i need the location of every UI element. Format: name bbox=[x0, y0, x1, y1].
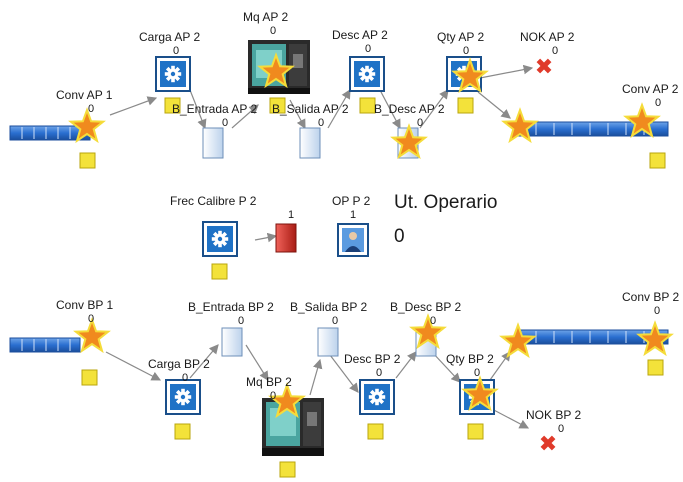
event-star-icon bbox=[73, 317, 111, 354]
caliber-indicator-icon[interactable] bbox=[275, 223, 297, 253]
marker-machine-a-icon bbox=[269, 97, 286, 114]
nok-b-count: 0 bbox=[558, 423, 565, 435]
buffer-out-a-icon[interactable] bbox=[299, 127, 321, 159]
machine-a-count: 0 bbox=[270, 25, 277, 37]
operator-icon[interactable] bbox=[337, 223, 369, 257]
load-b-count: 0 bbox=[182, 372, 189, 384]
marker-qty-a-icon bbox=[457, 97, 474, 114]
qty-b-count: 0 bbox=[474, 367, 481, 379]
conv-b1-count: 0 bbox=[88, 313, 95, 325]
marker-caliber-icon bbox=[211, 263, 228, 280]
event-star-icon bbox=[461, 375, 499, 412]
buffer-out-b-icon[interactable] bbox=[317, 327, 339, 357]
marker-conv-a2-icon bbox=[649, 152, 666, 169]
qty-b-label: Qty BP 2 bbox=[446, 352, 494, 366]
unload-b-count: 0 bbox=[376, 367, 383, 379]
buffer-in-a-icon[interactable] bbox=[202, 127, 224, 159]
conv-a2-count: 0 bbox=[655, 97, 662, 109]
load-station-b-icon[interactable] bbox=[165, 379, 201, 415]
line-a-connections bbox=[109, 64, 534, 130]
nok-b-label: NOK BP 2 bbox=[526, 408, 582, 422]
buffer-out-a-label: B_Salida AP 2 bbox=[272, 102, 349, 116]
conv-a2-label: Conv AP 2 bbox=[622, 82, 679, 96]
freq-caliber-value: 1 bbox=[288, 209, 295, 221]
nok-b-icon[interactable] bbox=[537, 432, 560, 455]
machine-a-label: Mq AP 2 bbox=[243, 10, 289, 24]
buffer-out-b-label: B_Salida BP 2 bbox=[290, 300, 368, 314]
marker-load-b-icon bbox=[174, 423, 191, 440]
event-star-icon bbox=[501, 107, 539, 144]
marker-qty-b-icon bbox=[467, 423, 484, 440]
operator-count: 1 bbox=[350, 209, 357, 221]
buffer-in-b-label: B_Entrada BP 2 bbox=[188, 300, 274, 314]
marker-conv-a1-icon bbox=[79, 152, 96, 169]
qty-a-count: 0 bbox=[463, 45, 470, 57]
event-star-icon bbox=[68, 107, 106, 144]
freq-caliber-station-icon[interactable] bbox=[202, 221, 238, 257]
event-star-icon bbox=[636, 320, 674, 357]
marker-machine-b-icon bbox=[279, 461, 296, 478]
marker-unload-a-icon bbox=[359, 97, 376, 114]
nok-a-count: 0 bbox=[552, 45, 559, 57]
event-stars bbox=[68, 52, 674, 419]
line-b-connections bbox=[105, 232, 530, 429]
event-star-icon bbox=[499, 322, 537, 359]
load-a-label: Carga AP 2 bbox=[139, 30, 201, 44]
unload-a-count: 0 bbox=[365, 43, 372, 55]
unload-station-a-icon[interactable] bbox=[349, 56, 385, 92]
status-markers bbox=[79, 97, 666, 478]
event-star-icon bbox=[257, 52, 295, 89]
load-station-a-icon[interactable] bbox=[155, 56, 191, 92]
conv-b2-count: 0 bbox=[654, 305, 661, 317]
buffer-out-b-count: 0 bbox=[332, 315, 339, 327]
buffer-in-b-icon[interactable] bbox=[221, 327, 243, 357]
marker-load-a-icon bbox=[164, 97, 181, 114]
machine-b-count: 0 bbox=[270, 390, 277, 402]
unload-a-label: Desc AP 2 bbox=[332, 28, 388, 42]
freq-caliber-label: Frec Calibre P 2 bbox=[170, 194, 257, 208]
marker-unload-b-icon bbox=[367, 423, 384, 440]
conveyor-b1[interactable] bbox=[9, 337, 81, 353]
marker-conv-b2-icon bbox=[647, 359, 664, 376]
conv-b2-label: Conv BP 2 bbox=[622, 290, 680, 304]
event-star-icon bbox=[390, 123, 428, 160]
utilization-value: 0 bbox=[394, 226, 405, 247]
buffer-in-a-label: B_Entrada AP 2 bbox=[172, 102, 258, 116]
conveyor-a1[interactable] bbox=[9, 125, 91, 141]
buffer-in-a-count: 0 bbox=[222, 117, 229, 129]
conv-a1-count: 0 bbox=[88, 103, 95, 115]
buffer-unload-a-count: 0 bbox=[417, 117, 424, 129]
conv-a1-label: Conv AP 1 bbox=[56, 88, 113, 102]
buffer-out-a-count: 0 bbox=[318, 117, 325, 129]
event-star-icon bbox=[268, 382, 306, 419]
unload-station-b-icon[interactable] bbox=[359, 379, 395, 415]
nok-a-icon[interactable] bbox=[533, 55, 556, 78]
operator-label: OP P 2 bbox=[332, 194, 371, 208]
buffer-in-b-count: 0 bbox=[238, 315, 245, 327]
buffer-unload-b-count: 0 bbox=[430, 315, 437, 327]
nok-a-label: NOK AP 2 bbox=[520, 30, 575, 44]
utilization-title: Ut. Operario bbox=[394, 192, 498, 213]
load-b-label: Carga BP 2 bbox=[148, 357, 210, 371]
buffer-unload-a-label: B_Desc AP 2 bbox=[374, 102, 445, 116]
event-star-icon bbox=[409, 313, 447, 350]
machine-b-label: Mq BP 2 bbox=[246, 375, 292, 389]
marker-conv-b1-icon bbox=[81, 369, 98, 386]
unload-b-label: Desc BP 2 bbox=[344, 352, 401, 366]
event-star-icon bbox=[451, 57, 489, 94]
conv-b1-label: Conv BP 1 bbox=[56, 298, 114, 312]
event-star-icon bbox=[623, 102, 661, 139]
qty-a-label: Qty AP 2 bbox=[437, 30, 485, 44]
load-a-count: 0 bbox=[173, 45, 180, 57]
buffer-unload-b-label: B_Desc BP 2 bbox=[390, 300, 462, 314]
